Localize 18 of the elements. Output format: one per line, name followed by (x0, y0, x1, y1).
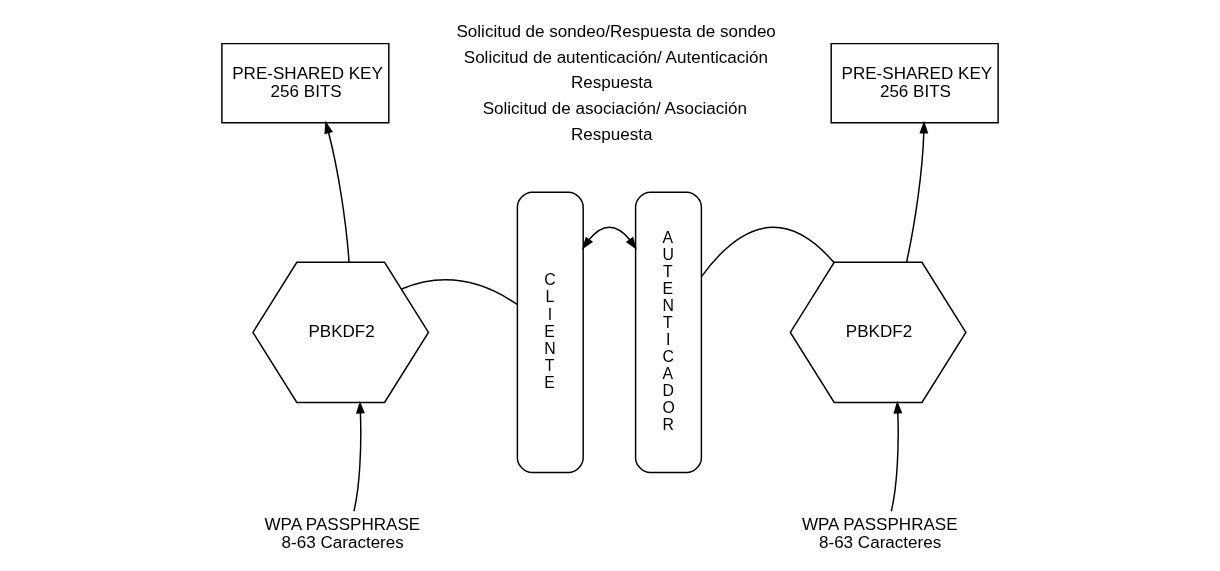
arrow (890, 400, 903, 512)
arrow (905, 120, 929, 263)
arrow (353, 400, 365, 512)
label: Solicitud de autenticación/ Autenticación (463, 47, 768, 67)
label: Solicitud de asociación/ Asociación (482, 98, 748, 118)
label: Respuesta (571, 124, 653, 144)
node-box: AUTENTICADOR (634, 191, 703, 474)
label: Solicitud de sondeo/Respuesta de sondeo (456, 22, 776, 42)
node-box: CLIENTE (516, 191, 584, 474)
connector (700, 226, 835, 278)
label: Respuesta (571, 73, 653, 93)
node-text: WPA PASSPHRASE 8-63 Caracteres (801, 515, 958, 553)
connector (400, 279, 518, 306)
node-box: PRE-SHARED KEY 256 BITS (221, 42, 390, 124)
node-text: WPA PASSPHRASE 8-63 Caracteres (264, 515, 421, 553)
arrow (324, 120, 350, 263)
arrow (582, 226, 637, 250)
node-box: PRE-SHARED KEY 256 BITS (830, 42, 999, 124)
